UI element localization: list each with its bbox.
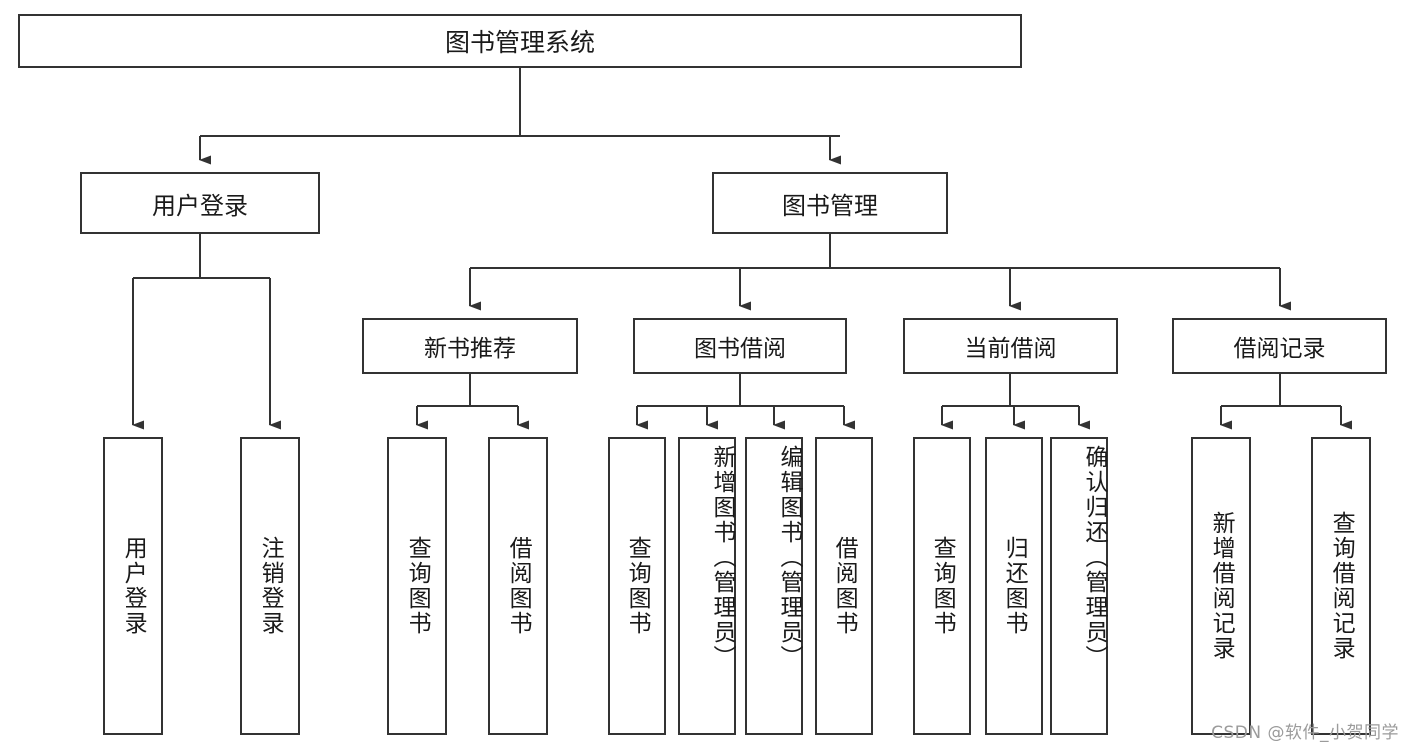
- node-root[interactable]: 图书管理系统: [18, 14, 1022, 68]
- node-leaf-confirm-return-label: 确认归还（管理员）: [1081, 445, 1107, 670]
- node-book-borrow-label: 图书借阅: [694, 336, 786, 362]
- node-leaf-return-book[interactable]: 归还图书: [985, 437, 1043, 735]
- node-leaf-confirm-return[interactable]: 确认归还（管理员）: [1050, 437, 1108, 735]
- node-leaf-edit-book[interactable]: 编辑图书（管理员）: [745, 437, 803, 735]
- node-leaf-query-book-bor[interactable]: 查询图书: [608, 437, 666, 735]
- node-leaf-user-login-label: 用户登录: [120, 536, 147, 636]
- node-leaf-query-borrow-record-label: 查询借阅记录: [1328, 511, 1355, 661]
- node-leaf-query-book-cur-label: 查询图书: [929, 536, 956, 636]
- node-borrow-record-label: 借阅记录: [1233, 336, 1326, 362]
- node-leaf-return-book-label: 归还图书: [1001, 536, 1028, 636]
- node-leaf-borrow-book-rec-label: 借阅图书: [505, 536, 532, 636]
- node-new-book-rec[interactable]: 新书推荐: [362, 318, 578, 374]
- node-leaf-query-book-rec-label: 查询图书: [404, 536, 431, 636]
- node-leaf-query-book-cur[interactable]: 查询图书: [913, 437, 971, 735]
- csdn-watermark: CSDN @软件_小贺同学: [1211, 723, 1399, 743]
- node-new-book-rec-label: 新书推荐: [424, 336, 516, 362]
- node-leaf-add-borrow-record-label: 新增借阅记录: [1208, 511, 1235, 661]
- node-leaf-add-borrow-record[interactable]: 新增借阅记录: [1191, 437, 1251, 735]
- node-leaf-logout-login-label: 注销登录: [257, 536, 284, 636]
- node-book-manage-label: 图书管理: [782, 191, 878, 220]
- node-leaf-query-borrow-record[interactable]: 查询借阅记录: [1311, 437, 1371, 735]
- node-leaf-add-book[interactable]: 新增图书（管理员）: [678, 437, 736, 735]
- node-current-borrow[interactable]: 当前借阅: [903, 318, 1118, 374]
- node-leaf-borrow-book-bor-label: 借阅图书: [831, 536, 858, 636]
- node-leaf-query-book-bor-label: 查询图书: [624, 536, 651, 636]
- node-book-borrow[interactable]: 图书借阅: [633, 318, 847, 374]
- node-leaf-edit-book-label: 编辑图书（管理员）: [776, 445, 802, 670]
- node-leaf-logout-login[interactable]: 注销登录: [240, 437, 300, 735]
- node-current-borrow-label: 当前借阅: [964, 336, 1057, 362]
- node-user-login[interactable]: 用户登录: [80, 172, 320, 234]
- node-root-label: 图书管理系统: [444, 28, 595, 57]
- node-user-login-label: 用户登录: [152, 191, 248, 220]
- node-leaf-user-login[interactable]: 用户登录: [103, 437, 163, 735]
- node-leaf-borrow-book-bor[interactable]: 借阅图书: [815, 437, 873, 735]
- node-book-manage[interactable]: 图书管理: [712, 172, 948, 234]
- node-borrow-record[interactable]: 借阅记录: [1172, 318, 1387, 374]
- node-leaf-borrow-book-rec[interactable]: 借阅图书: [488, 437, 548, 735]
- node-leaf-add-book-label: 新增图书（管理员）: [709, 445, 735, 670]
- node-leaf-query-book-rec[interactable]: 查询图书: [387, 437, 447, 735]
